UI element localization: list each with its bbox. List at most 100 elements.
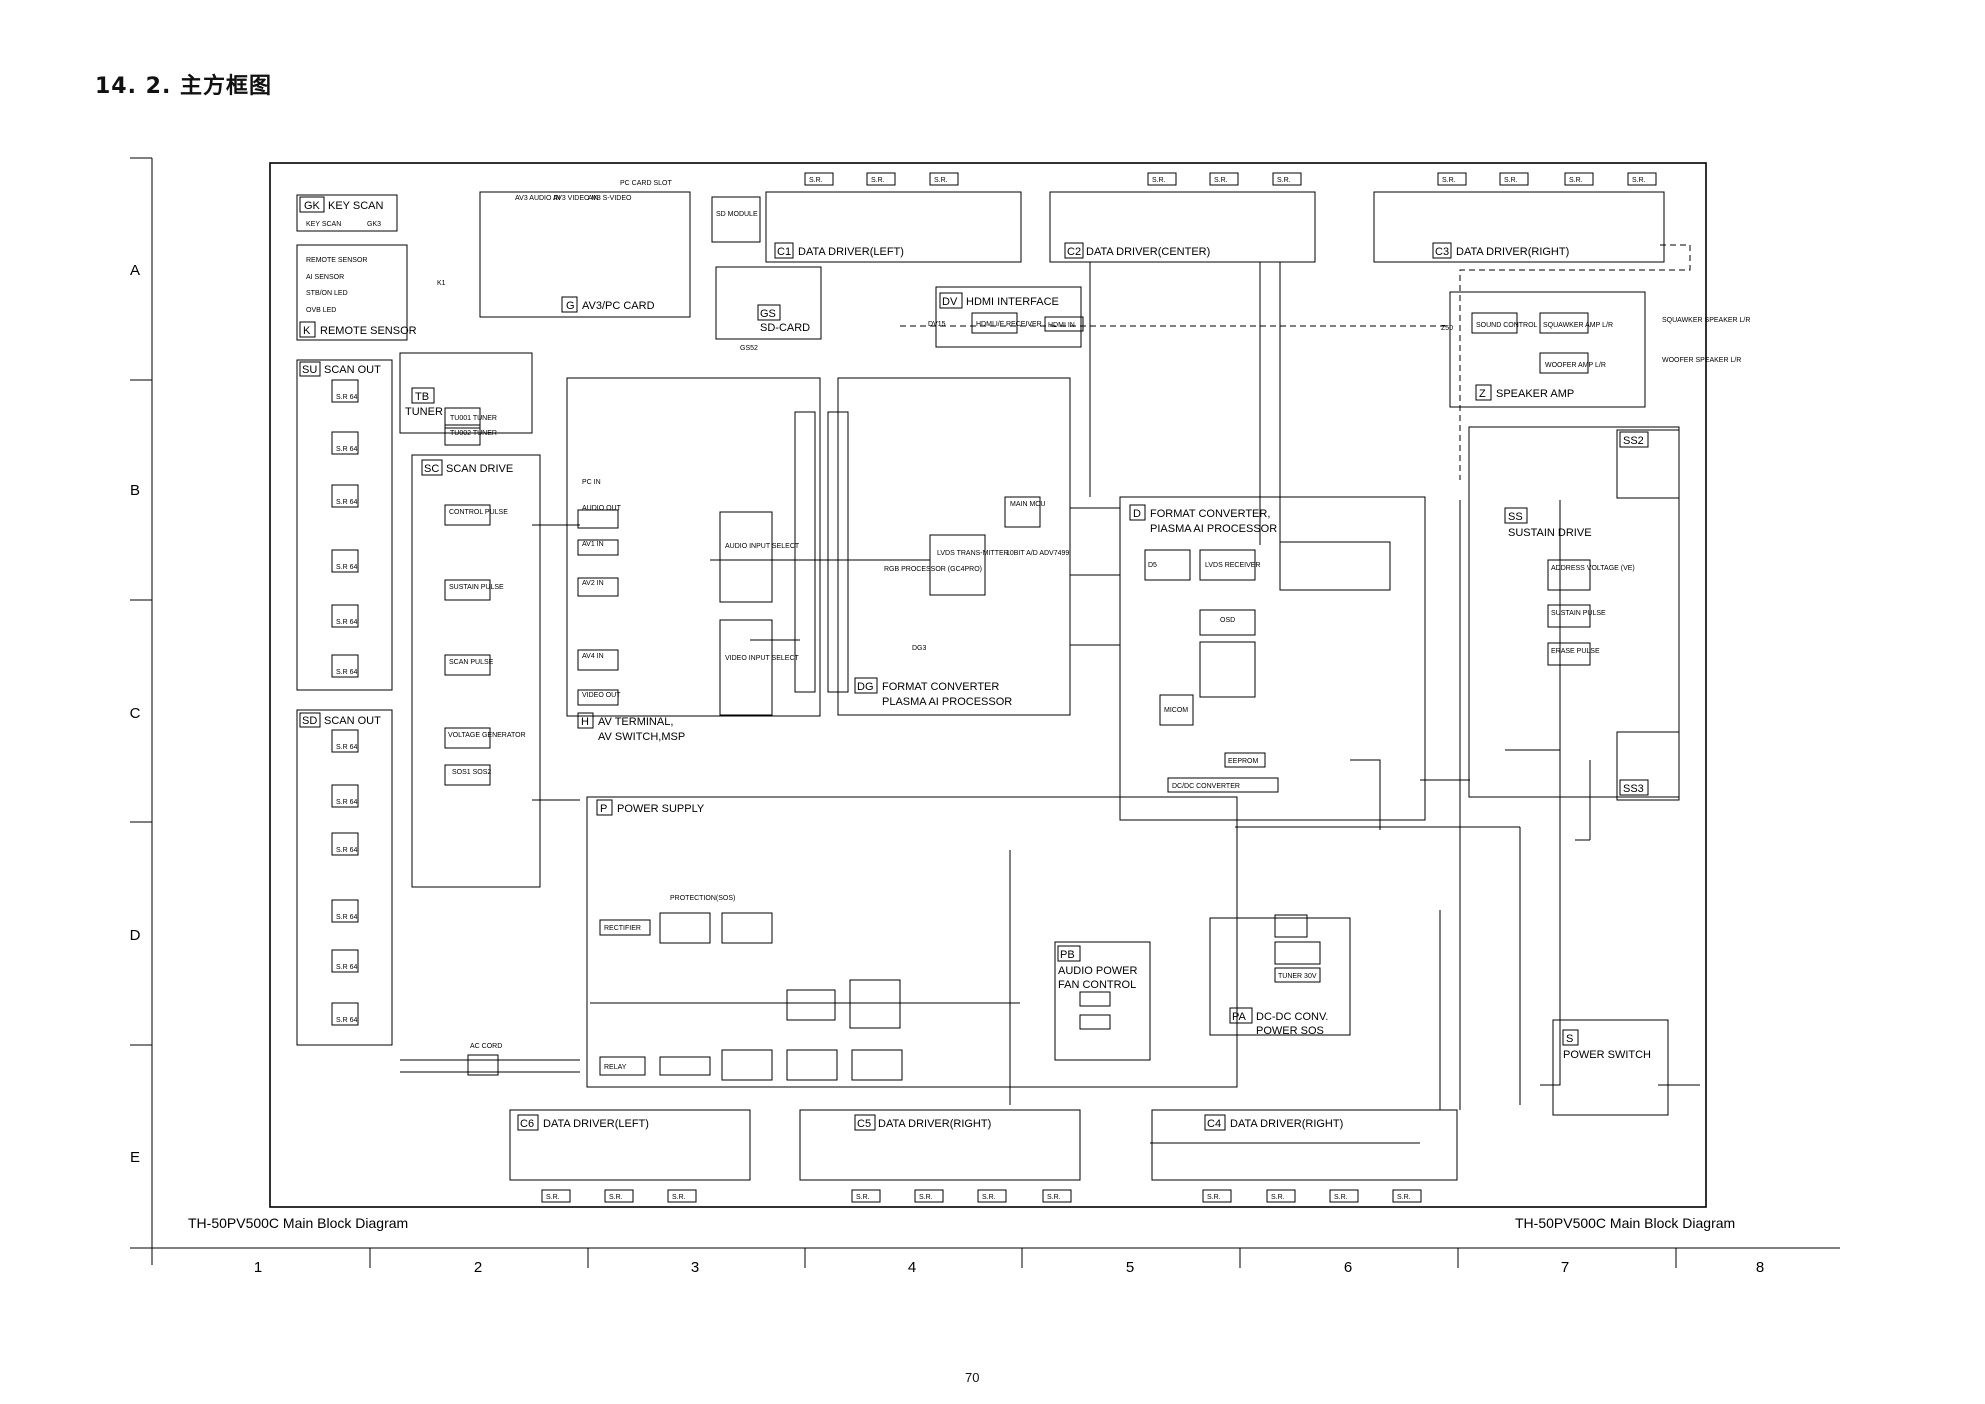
block-h-item: PC IN — [582, 479, 601, 486]
block-ss-item: SUSTAIN PULSE — [1551, 610, 1606, 617]
block-sd: SD SCAN OUT — [299, 712, 381, 728]
block-d-item: DC/DC CONVERTER — [1172, 783, 1240, 790]
sr-tag: S.R. — [1627, 172, 1657, 186]
sr64-tag: S.R 64 — [331, 1002, 359, 1026]
block-p-item: AC CORD — [470, 1043, 502, 1050]
block-z-title: SPEAKER AMP — [1496, 388, 1574, 400]
sr-tag: S.R. — [1564, 172, 1594, 186]
block-tb: TB TUNER TU001 TUNER TU002 TUNER — [405, 387, 497, 437]
block-c1: C1 DATA DRIVER(LEFT) — [774, 242, 904, 259]
block-ss-item: ADDRESS VOLTAGE (VE) — [1551, 565, 1635, 572]
sr-tag-label: S.R. — [934, 177, 948, 184]
block-dg-item: 10BIT A/D ADV7499 — [1006, 550, 1069, 557]
sr-tag-label: S.R. — [1397, 1194, 1411, 1201]
block-pa: PA DC-DC CONV. POWER SOS TUNER 30V — [1229, 973, 1328, 1037]
sr64-tag: S.R 64 — [331, 654, 359, 678]
sr-tag-label: S.R. — [1632, 177, 1646, 184]
block-gs-connector: GS52 — [740, 345, 758, 352]
grid-row-c: C — [130, 705, 141, 722]
sr-tag: S.R. — [541, 1189, 571, 1203]
sr-tag: S.R. — [804, 172, 834, 186]
block-pa-item: TUNER 30V — [1278, 973, 1317, 980]
block-d-item: EEPROM — [1228, 758, 1259, 765]
block-tb-item: TU002 TUNER — [450, 430, 497, 437]
sr64-tag: S.R 64 — [331, 431, 359, 455]
block-c3-code: C3 — [1435, 246, 1449, 258]
block-c6-title: DATA DRIVER(LEFT) — [543, 1118, 649, 1130]
block-pb-title: AUDIO POWER — [1058, 965, 1138, 977]
sr-tag-label: S.R. — [546, 1194, 560, 1201]
block-d-item: OSD — [1220, 617, 1235, 624]
caption-left: TH-50PV500C Main Block Diagram — [188, 1215, 408, 1231]
block-c1-title: DATA DRIVER(LEFT) — [798, 246, 904, 258]
grid-col-8: 8 — [1756, 1259, 1764, 1276]
sr-tag-label: S.R. — [1277, 177, 1291, 184]
block-z-connector: Z50 — [1441, 325, 1453, 332]
sr-tag: S.R. — [667, 1189, 697, 1203]
block-dv-connector: DV15 — [928, 321, 946, 328]
block-d: D FORMAT CONVERTER, PIASMA AI PROCESSOR … — [1129, 504, 1277, 790]
block-dg-item: DG3 — [912, 645, 927, 652]
block-g-item: PC CARD SLOT — [620, 180, 672, 187]
block-h-item: AV4 IN — [582, 653, 604, 660]
sr-tag-label: S.R. — [982, 1194, 996, 1201]
block-tb-code: TB — [415, 391, 429, 403]
block-k-item: AI SENSOR — [306, 274, 344, 281]
block-g: G AV3/PC CARD AV3 AUDIO IN AV3 VIDEO IN … — [515, 180, 672, 313]
block-d-code: D — [1133, 508, 1141, 520]
block-k: K REMOTE SENSOR REMOTE SENSOR AI SENSOR … — [299, 257, 446, 338]
sr-tag-label: S.R. — [871, 177, 885, 184]
block-p-code: P — [600, 803, 607, 815]
block-h-item: VIDEO INPUT SELECT — [725, 655, 800, 662]
block-c6: C6 DATA DRIVER(LEFT) — [517, 1114, 649, 1131]
sr-tag: S.R. — [866, 172, 896, 186]
block-ss-title: SUSTAIN DRIVE — [1508, 527, 1592, 539]
block-c5: C5 DATA DRIVER(RIGHT) — [854, 1114, 991, 1131]
grid-row-a: A — [130, 262, 140, 279]
block-c2-title: DATA DRIVER(CENTER) — [1086, 246, 1210, 258]
block-sc: SC SCAN DRIVE CONTROL PULSE SUSTAIN PULS… — [421, 459, 526, 776]
block-ss-code: SS — [1508, 511, 1523, 523]
block-sc-code: SC — [424, 463, 439, 475]
sr-tag: S.R. — [1392, 1189, 1422, 1203]
block-g-item: AV3 S-VIDEO — [588, 195, 632, 202]
block-ss2-code: SS2 — [1623, 435, 1644, 447]
block-k-title: REMOTE SENSOR — [320, 325, 417, 337]
sr64-tag-label: S.R 64 — [336, 446, 358, 453]
block-c3-title: DATA DRIVER(RIGHT) — [1456, 246, 1569, 258]
block-sc-item: SOS1 SOS2 — [452, 769, 491, 776]
block-d-item: MICOM — [1164, 707, 1188, 714]
block-p-item: RECTIFIER — [604, 925, 641, 932]
block-k-item: STB/ON LED — [306, 290, 348, 297]
block-h-title: AV TERMINAL, — [598, 716, 673, 728]
block-h-code: H — [581, 716, 589, 728]
block-g-code: G — [566, 300, 575, 312]
block-h-title2: AV SWITCH,MSP — [598, 731, 685, 743]
block-h-item: AV1 IN — [582, 541, 604, 548]
block-dv-title: HDMI INTERFACE — [966, 296, 1059, 308]
block-s: S POWER SWITCH — [1562, 1029, 1651, 1061]
sr-tag: S.R. — [1209, 172, 1239, 186]
block-pb-code: PB — [1060, 949, 1075, 961]
sr64-tag-label: S.R 64 — [336, 1017, 358, 1024]
block-k-item: OVB LED — [306, 307, 336, 314]
sr-tag-label: S.R. — [1271, 1194, 1285, 1201]
sr-tag: S.R. — [929, 172, 959, 186]
block-z-item: WOOFER SPEAKER L/R — [1662, 357, 1741, 364]
sr64-tag-label: S.R 64 — [336, 964, 358, 971]
grid-col-7: 7 — [1561, 1259, 1569, 1276]
block-c2-code: C2 — [1067, 246, 1081, 258]
block-dv: DV HDMI INTERFACE DV15 HDMI I/F RECEIVER… — [928, 292, 1075, 329]
block-pa-title2: POWER SOS — [1256, 1025, 1324, 1037]
block-k-item: REMOTE SENSOR — [306, 257, 367, 264]
block-k-code: K — [303, 325, 311, 337]
sr-tag: S.R. — [977, 1189, 1007, 1203]
grid-col-3: 3 — [691, 1259, 699, 1276]
sr-tag: S.R. — [1499, 172, 1529, 186]
sr64-tag-label: S.R 64 — [336, 669, 358, 676]
block-c5-code: C5 — [857, 1118, 871, 1130]
block-h-item: VIDEO OUT — [582, 692, 621, 699]
grid-row-e: E — [130, 1149, 140, 1166]
sr-tag-label: S.R. — [856, 1194, 870, 1201]
